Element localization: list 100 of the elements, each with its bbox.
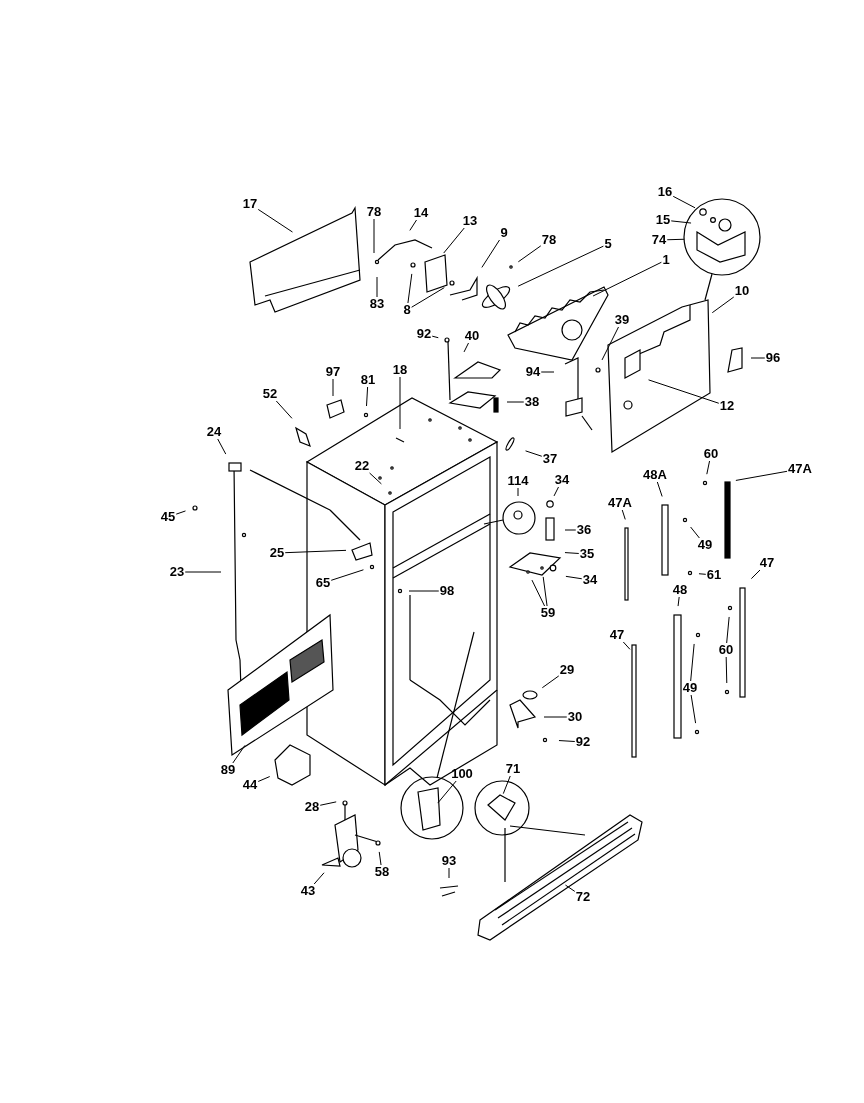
leader-line (431, 335, 439, 339)
leader-line (284, 549, 347, 554)
callout-number: 48 (672, 583, 688, 597)
leader-line (448, 867, 450, 879)
callout-number: 61 (706, 568, 722, 582)
leader-line (399, 376, 401, 430)
leader-line (373, 218, 375, 254)
callout-number: 1 (662, 253, 670, 267)
leader-line (366, 386, 369, 407)
leader-line (319, 801, 337, 806)
leader-line (517, 245, 604, 287)
callout-number: 45 (160, 510, 176, 524)
callout-number: 96 (765, 351, 781, 365)
leader-line (443, 227, 465, 254)
leader-line (332, 378, 334, 397)
callout-number: 78 (541, 233, 557, 247)
callout-number: 14 (413, 206, 429, 220)
leader-line (698, 573, 707, 575)
leader-line (502, 775, 511, 795)
callout-number: 47 (759, 556, 775, 570)
callout-number: 94 (525, 365, 541, 379)
callout-number: 60 (718, 643, 734, 657)
callout-number: 43 (300, 884, 316, 898)
callout-number: 89 (220, 763, 236, 777)
leader-line (232, 744, 246, 764)
callout-number: 71 (505, 762, 521, 776)
leader-line (706, 460, 711, 475)
leader-line (565, 575, 583, 580)
callout-number: 10 (734, 284, 750, 298)
leader-line (564, 884, 576, 892)
leader-line (313, 872, 325, 885)
callout-number: 100 (451, 767, 473, 781)
callout-number: 8 (403, 303, 411, 317)
callout-number: 39 (614, 313, 630, 327)
leader-line (437, 780, 457, 804)
callout-number: 93 (441, 854, 457, 868)
callout-number: 47A (788, 462, 812, 476)
leader-line (481, 239, 500, 268)
callout-number: 47A (608, 496, 632, 510)
leader-line (543, 716, 568, 718)
callout-number: 72 (575, 890, 591, 904)
leader-line (257, 776, 271, 782)
leader-line (175, 510, 186, 515)
callout-number: 13 (462, 214, 478, 228)
callout-number: 52 (262, 387, 278, 401)
leader-line (378, 851, 382, 866)
callout-number: 74 (651, 233, 667, 247)
callout-number: 36 (576, 523, 592, 537)
callout-number: 22 (354, 459, 370, 473)
leader-line (670, 220, 692, 224)
leader-line (621, 509, 626, 520)
callout-number: 44 (242, 778, 258, 792)
callout-number: 114 (507, 474, 529, 488)
leader-line (711, 296, 735, 314)
leader-line (564, 529, 577, 531)
leader-line (408, 590, 440, 592)
leader-line (257, 208, 293, 233)
leader-line (407, 273, 413, 304)
callout-number: 29 (559, 663, 575, 677)
leader-line (677, 596, 680, 607)
leader-line (690, 526, 700, 539)
callout-number: 49 (697, 538, 713, 552)
callout-number: 34 (582, 573, 598, 587)
leader-line (517, 245, 542, 263)
leader-line (558, 740, 576, 742)
leader-line (531, 579, 546, 607)
callout-number: 15 (655, 213, 671, 227)
leader-line (411, 287, 445, 308)
leader-line (506, 401, 525, 403)
callout-number: 92 (416, 327, 432, 341)
leader-line (376, 276, 378, 298)
leader-line (463, 342, 469, 353)
callout-number: 5 (604, 237, 612, 251)
leader-line (601, 326, 619, 361)
leader-line (217, 438, 227, 455)
callout-number: 97 (325, 365, 341, 379)
callout-number: 34 (554, 473, 570, 487)
callout-number: 28 (304, 800, 320, 814)
callout-number: 18 (392, 363, 408, 377)
leader-line (542, 576, 548, 607)
callout-number: 35 (579, 547, 595, 561)
leader-line (525, 450, 543, 457)
leader-line (656, 481, 663, 497)
leader-line (330, 569, 364, 581)
callout-number: 37 (542, 452, 558, 466)
callout-number: 40 (464, 329, 480, 343)
callout-number: 38 (524, 395, 540, 409)
callout-number: 59 (540, 606, 556, 620)
callout-number: 48A (643, 468, 667, 482)
leader-line (750, 357, 766, 359)
leader-line (725, 656, 728, 684)
callout-number: 78 (366, 205, 382, 219)
callout-number: 98 (439, 584, 455, 598)
leader-line (592, 261, 662, 297)
callout-number: 81 (360, 373, 376, 387)
leader-line (648, 379, 720, 404)
callout-number: 58 (374, 865, 390, 879)
callout-number: 60 (703, 447, 719, 461)
callout-number: 47 (609, 628, 625, 642)
leader-line (726, 616, 730, 644)
